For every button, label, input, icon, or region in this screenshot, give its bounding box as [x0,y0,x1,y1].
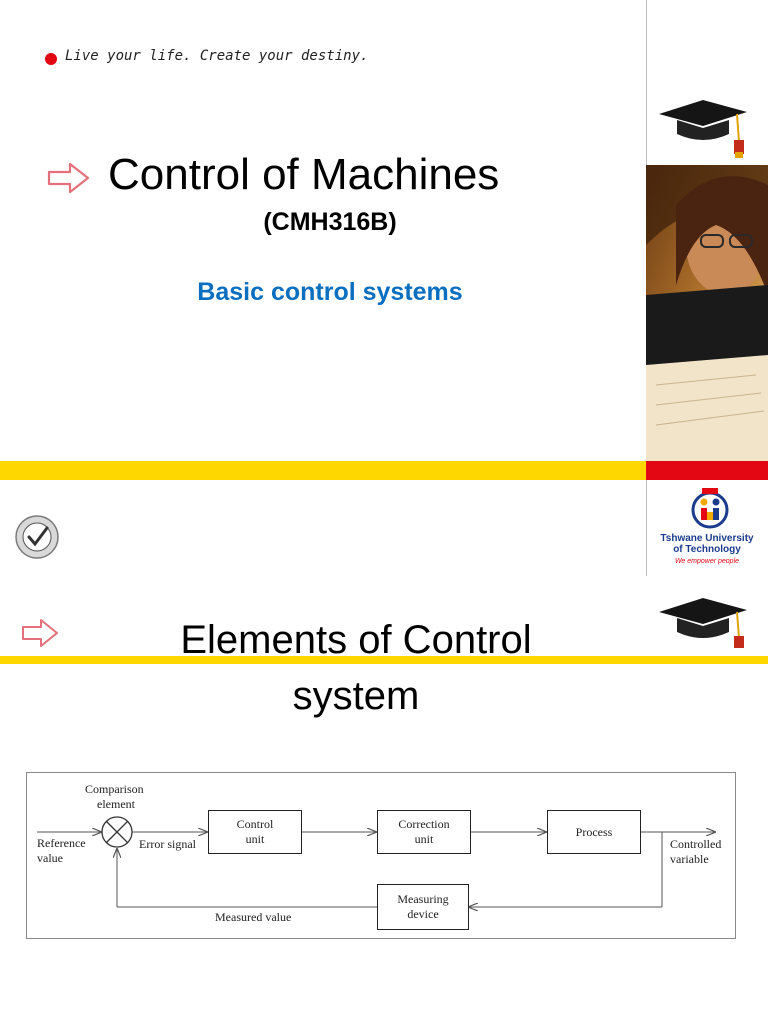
correction-unit-box: Correction unit [377,810,471,854]
controlled-variable-label-2: variable [670,852,709,866]
measuring-device-label-1: Measuring [397,892,449,906]
slide-title: Elements of Control system [180,618,532,718]
comparison-label-1: Comparison [85,782,144,796]
diagram-connectors [37,816,735,938]
measuring-device-label-2: device [407,907,439,921]
slide-subtitle: Basic control systems [197,278,463,306]
university-slogan: We empower people [674,558,740,565]
comparison-label-2: element [97,797,135,811]
student-photo [646,165,768,461]
process-box: Process [547,810,641,854]
university-name-line1: Tshwane University [660,533,754,544]
red-bullet-icon [45,53,57,65]
tagline: Live your life. Create your destiny. [65,48,369,64]
control-unit-label-2: unit [245,832,265,846]
controlled-variable-label-1: Controlled [670,837,722,851]
control-unit-box: Control unit [208,810,302,854]
reference-label-2: value [37,851,63,865]
yellow-band [0,461,646,480]
university-name-line2: of Technology [673,544,741,555]
correction-unit-label-2: unit [414,832,434,846]
slide-title: Control of Machines [108,150,500,199]
correction-unit-label-1: Correction [398,817,450,831]
quality-seal-icon [15,515,59,559]
title-slide: Live your life. Create your destiny. Con… [0,0,768,576]
graduation-cap-icon [659,598,747,648]
yellow-band [0,656,768,664]
university-logo-icon [691,488,729,529]
measured-value-label: Measured value [215,910,292,924]
arrow-right-icon [47,162,90,194]
measuring-device-box: Measuring device [377,884,469,930]
reference-label-1: Reference [37,836,86,850]
control-unit-label-1: Control [236,817,274,831]
course-code: (CMH316B) [263,208,397,236]
process-label: Process [575,824,613,839]
graduation-cap-icon [659,100,747,158]
red-band [646,461,768,480]
block-diagram: Comparison element Reference value Error… [26,772,736,939]
arrow-right-icon [22,619,58,647]
error-signal-label: Error signal [139,837,196,851]
